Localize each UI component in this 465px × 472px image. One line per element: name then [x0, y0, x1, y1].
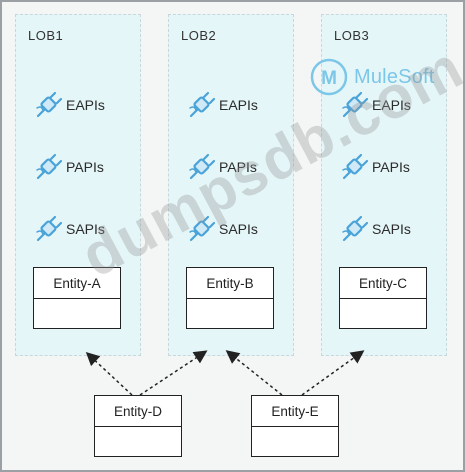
- api-row-sapis: SAPIs: [187, 214, 258, 244]
- api-label: EAPIs: [372, 97, 411, 113]
- api-row-sapis: SAPIs: [340, 214, 411, 244]
- api-label: PAPIs: [219, 159, 257, 175]
- entity-body: [187, 299, 273, 328]
- svg-text:M: M: [321, 68, 337, 89]
- entity-e-box: Entity-E: [251, 395, 339, 457]
- plug-icon: [34, 152, 64, 182]
- entity-a-box: Entity-A: [33, 267, 121, 329]
- entity-name: Entity-D: [95, 396, 181, 427]
- entity-body: [34, 299, 120, 328]
- mulesoft-logo-icon: M: [310, 58, 348, 96]
- lob-label: LOB2: [181, 28, 217, 43]
- api-label: EAPIs: [219, 97, 258, 113]
- api-row-eapis: EAPIs: [340, 90, 411, 120]
- api-row-papis: PAPIs: [34, 152, 104, 182]
- lob-label: LOB1: [28, 28, 64, 43]
- entity-name: Entity-A: [34, 268, 120, 299]
- entity-b-box: Entity-B: [186, 267, 274, 329]
- api-row-papis: PAPIs: [187, 152, 257, 182]
- api-label: SAPIs: [219, 221, 258, 237]
- entity-c-box: Entity-C: [339, 267, 427, 329]
- api-row-eapis: EAPIs: [34, 90, 105, 120]
- entity-name: Entity-E: [252, 396, 338, 427]
- mulesoft-wordmark: MuleSoft: [354, 65, 435, 88]
- api-label: EAPIs: [66, 97, 105, 113]
- api-label: SAPIs: [372, 221, 411, 237]
- api-label: SAPIs: [66, 221, 105, 237]
- plug-icon: [340, 214, 370, 244]
- lob-label: LOB3: [334, 28, 370, 43]
- plug-icon: [187, 90, 217, 120]
- entity-name: Entity-C: [340, 268, 426, 299]
- plug-icon: [34, 90, 64, 120]
- entity-body: [95, 427, 181, 456]
- entity-name: Entity-B: [187, 268, 273, 299]
- entity-d-box: Entity-D: [94, 395, 182, 457]
- api-row-papis: PAPIs: [340, 152, 410, 182]
- api-label: PAPIs: [66, 159, 104, 175]
- api-label: PAPIs: [372, 159, 410, 175]
- mulesoft-brand: M MuleSoft: [310, 57, 460, 97]
- plug-icon: [34, 214, 64, 244]
- api-row-eapis: EAPIs: [187, 90, 258, 120]
- api-row-sapis: SAPIs: [34, 214, 105, 244]
- entity-body: [340, 299, 426, 328]
- entity-body: [252, 427, 338, 456]
